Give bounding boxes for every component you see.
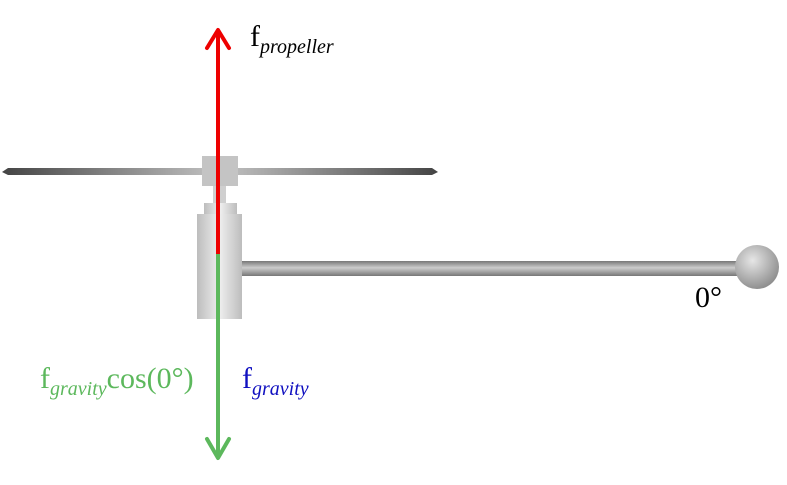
force-subscript: gravity [252, 378, 309, 400]
angle-label: 0° [695, 281, 722, 314]
propeller-force-label: fpropeller [250, 20, 334, 58]
motor-collar [204, 203, 237, 215]
force-symbol: f [242, 362, 252, 395]
force-symbol: f [40, 362, 50, 395]
gravity-component-label: fgravitycos(0°) [40, 362, 194, 400]
force-subscript: propeller [260, 36, 334, 58]
arm-end-ball [735, 245, 779, 289]
force-symbol: f [250, 20, 260, 53]
propeller-arrowhead [205, 28, 231, 50]
arm-rod [242, 261, 742, 276]
gravity-arrowhead [205, 437, 231, 460]
force-subscript: gravity [50, 378, 107, 400]
cos-term: cos(0°) [106, 362, 194, 395]
gravity-force-label: fgravity [242, 362, 309, 400]
